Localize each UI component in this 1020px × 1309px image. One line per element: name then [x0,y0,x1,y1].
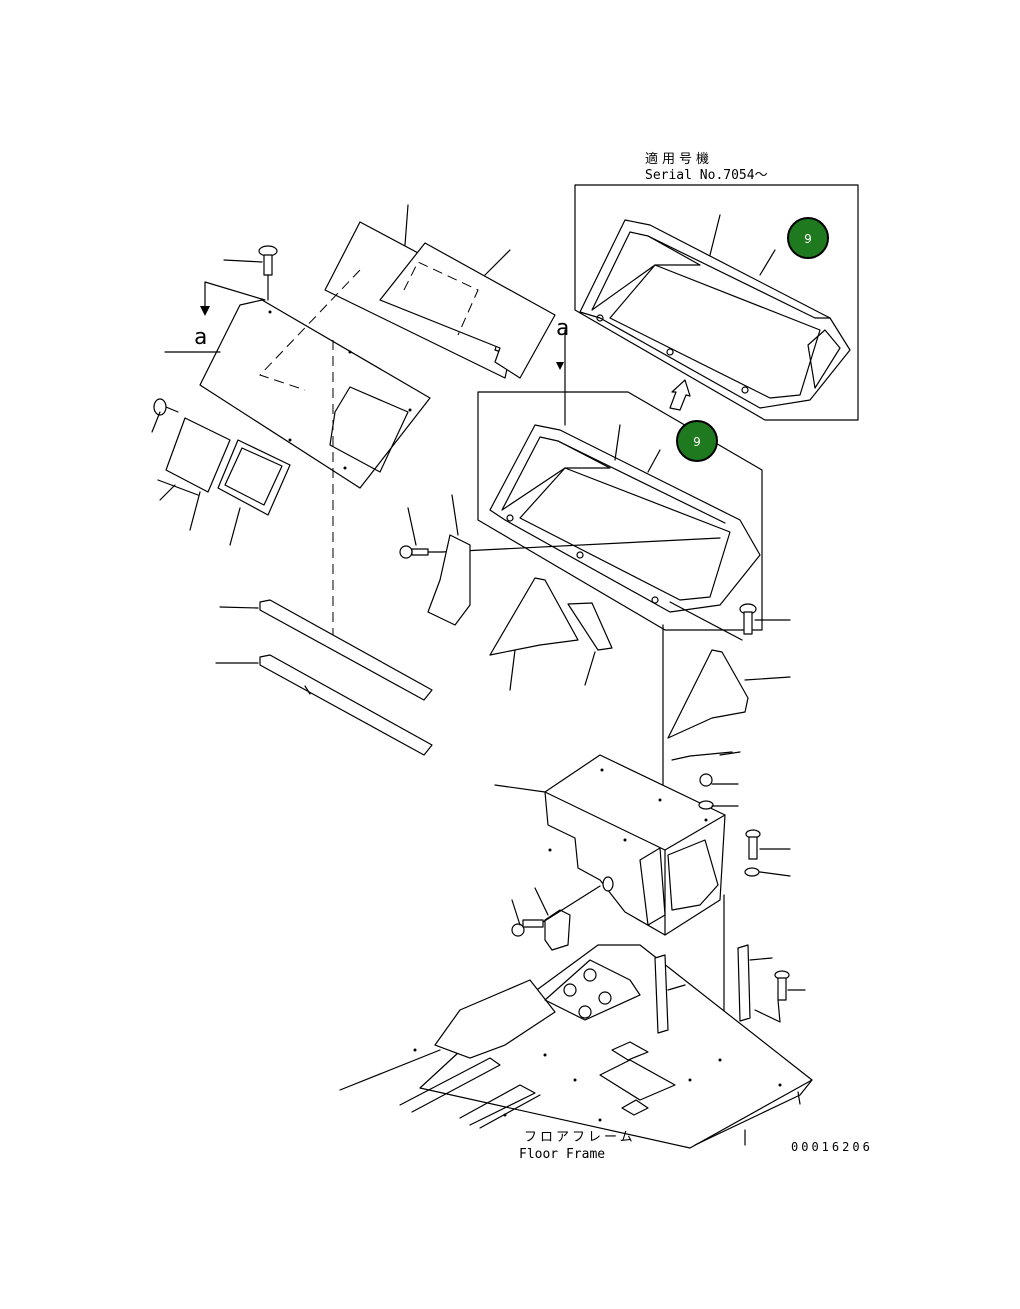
svg-text:9: 9 [804,232,812,246]
serial-note-number: Serial No.7054～ [645,168,768,183]
view-label-a-left: a [194,325,207,350]
filter-panel-a [157,417,231,531]
arrow-down-icon [556,362,564,370]
callout-9-main[interactable]: 9 [676,420,718,462]
bolt-right-upper [669,601,791,641]
arrow-up-icon [669,379,691,411]
inset-cover-assembly [579,214,851,409]
pin-right [671,751,741,761]
bracket-small [534,887,571,951]
main-frame-outline [477,391,763,631]
strip-upper [219,599,433,701]
svg-text:9: 9 [693,435,701,449]
filter-panel-b [217,439,291,546]
strip-lower [215,654,433,756]
view-label-a-center: a [556,316,569,341]
floor-frame [339,944,813,1149]
serial-note-title: 適用号機 [645,151,713,167]
callout-9-inset[interactable]: 9 [787,217,829,259]
knob-left [151,398,179,433]
sheet-panel-front [379,242,556,379]
side-plate-right [667,649,791,739]
console-box [494,754,726,936]
cab-front-cover [489,329,761,613]
bolt-top [223,245,278,301]
view-a-arrow [200,281,266,316]
knob-console [602,876,614,892]
floor-frame-label-jp: フロアフレーム [524,1130,636,1145]
bolt-floor [754,970,806,1023]
floor-post-left [654,954,686,1034]
side-plate-left [489,577,579,691]
floor-post-right [737,944,773,1022]
inset-frame [574,184,859,421]
floor-frame-label-en: Floor Frame [519,1147,605,1162]
knob-right [699,773,739,787]
washer-right-lower [744,867,791,877]
duct-piece [567,602,613,686]
drawing-number: 00016206 [791,1140,873,1154]
bolt-console-left [511,885,601,937]
side-bracket [427,494,471,626]
bolt-middle [399,507,721,559]
top-panel [164,299,431,489]
washer-right [698,800,739,810]
bolt-right-mid [745,829,791,860]
